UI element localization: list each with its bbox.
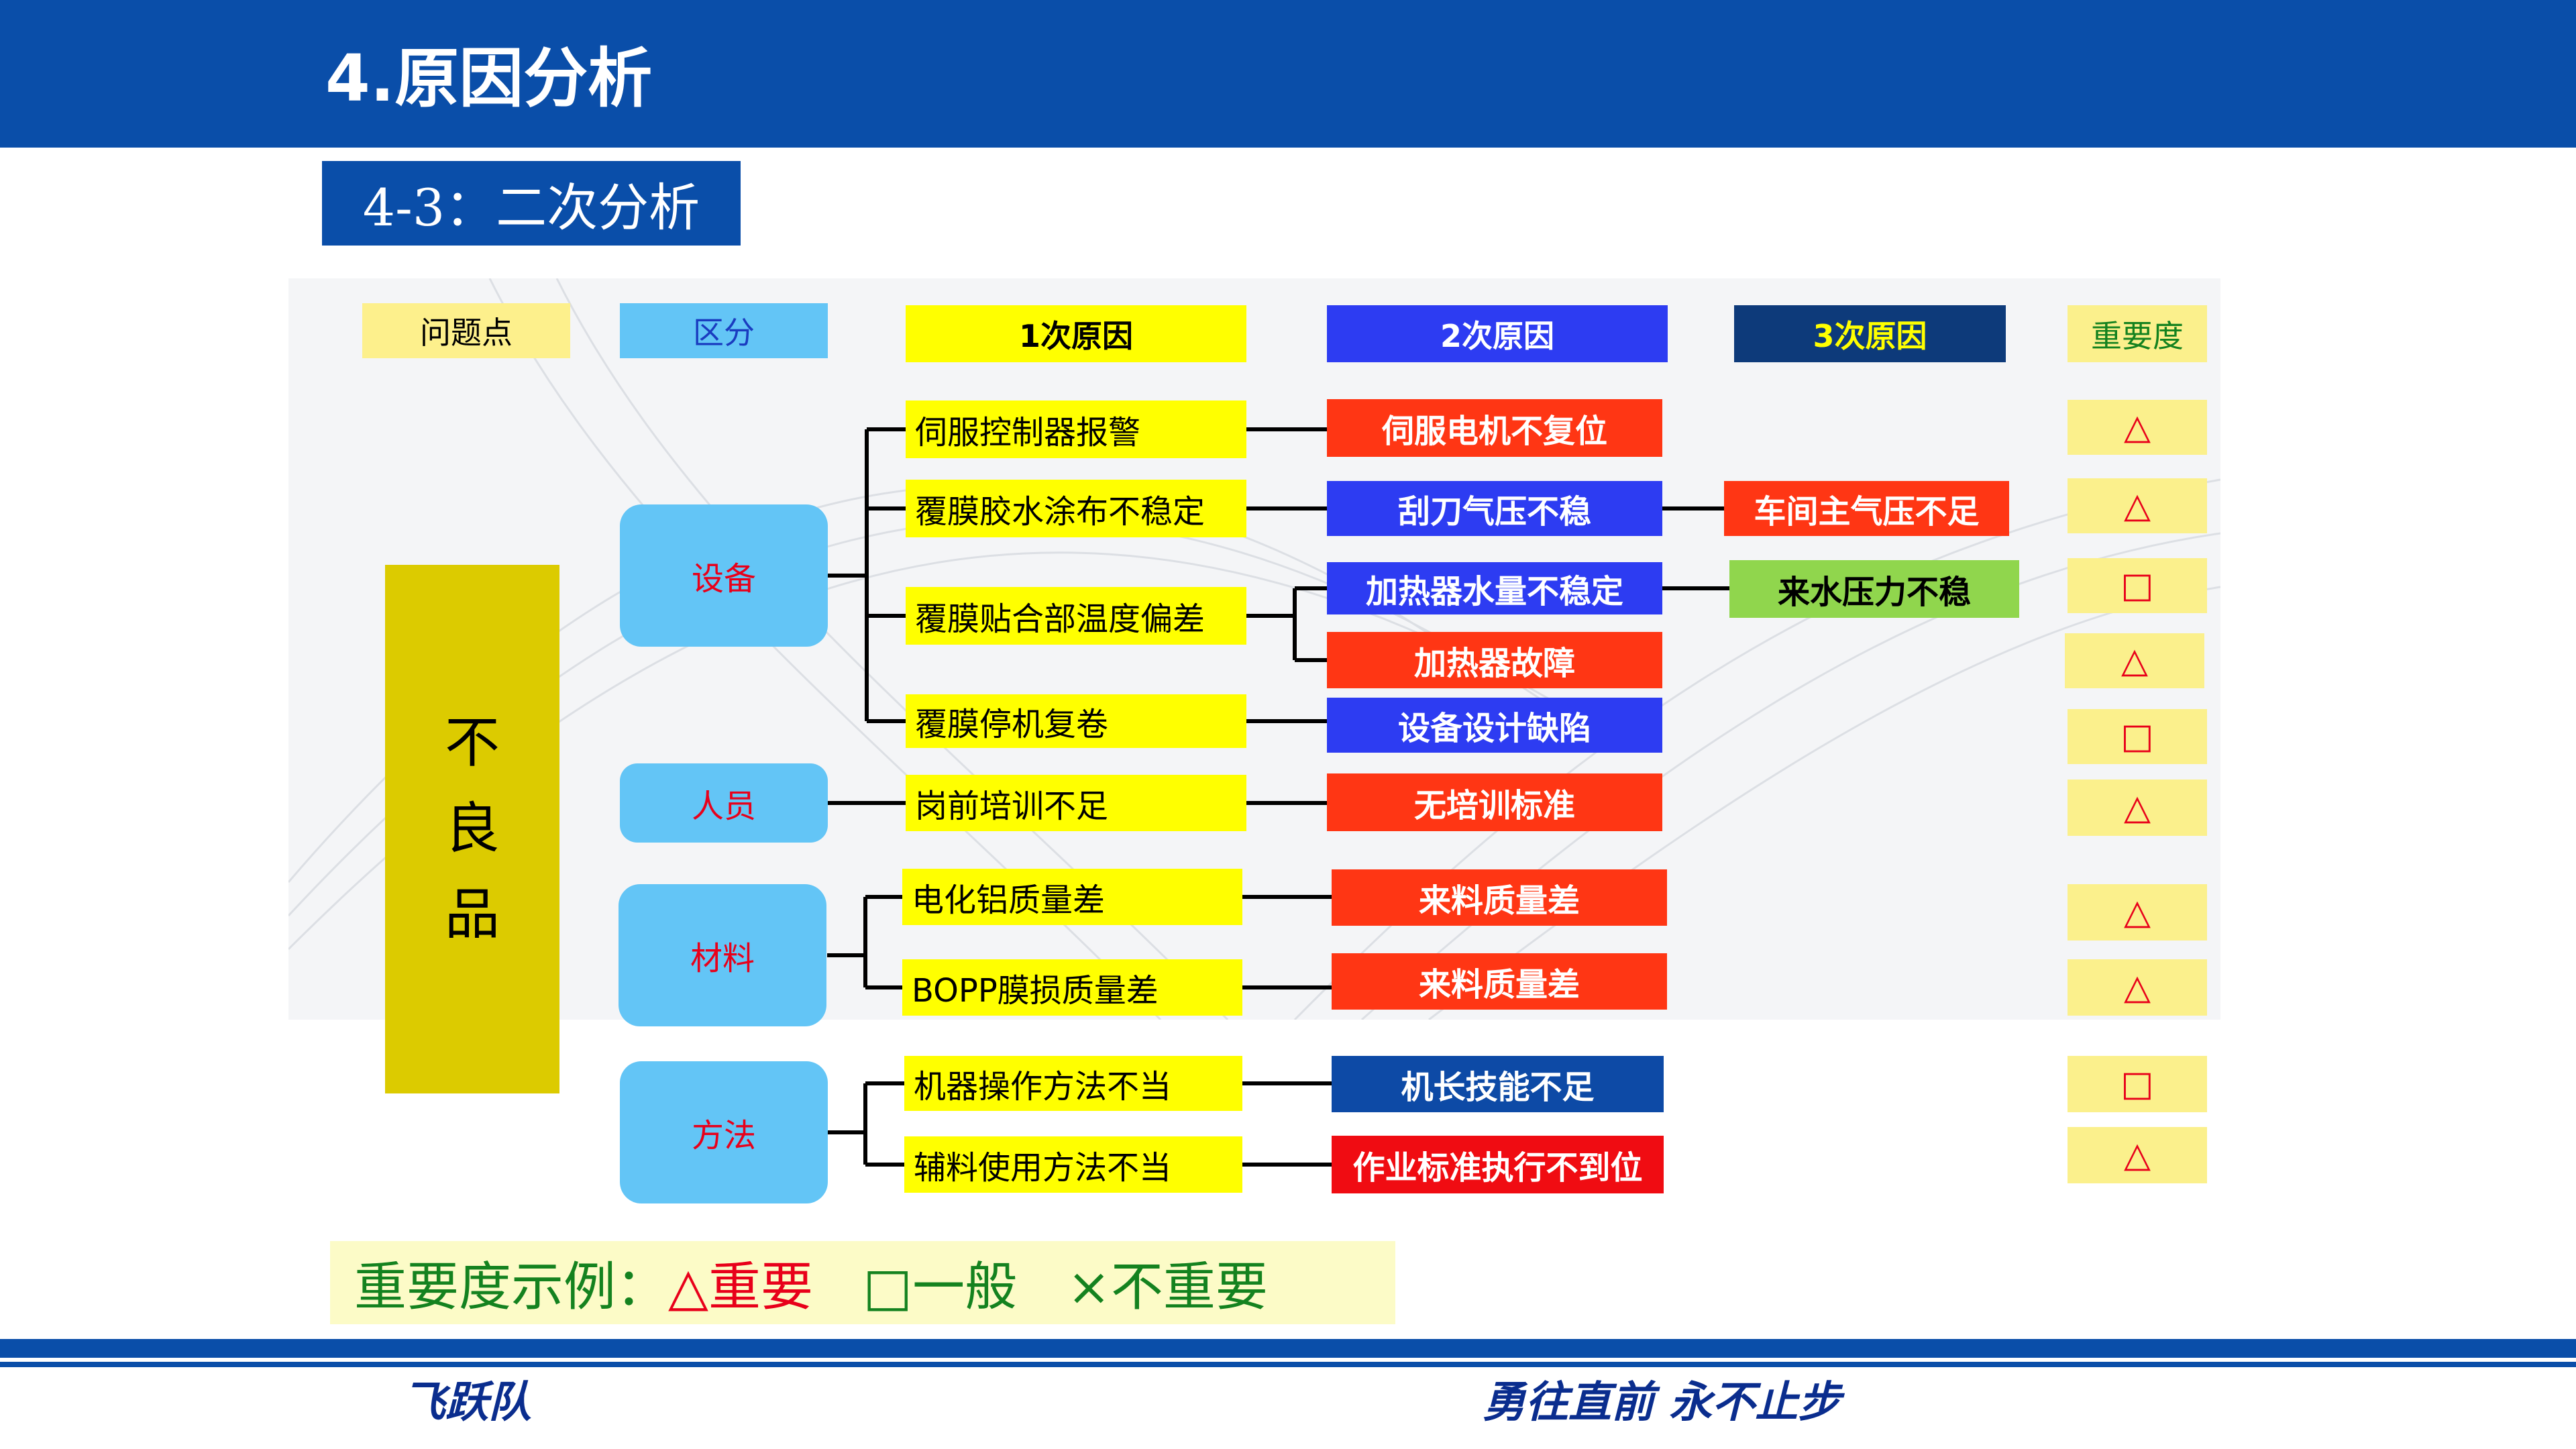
importance-mark: △ (2068, 959, 2207, 1016)
footer-bar-thin (0, 1362, 2576, 1367)
legend-important: △重要 (668, 1257, 814, 1318)
legend-unimportant: ×不重要 (1067, 1257, 1268, 1318)
cause1-item: 覆膜胶水涂布不稳定 (906, 480, 1246, 537)
section-subtitle: 4-3：二次分析 (322, 161, 741, 246)
cause3-item: 车间主气压不足 (1724, 481, 2009, 536)
header-cause2: 2次原因 (1327, 305, 1668, 362)
importance-mark: □ (2068, 558, 2207, 613)
importance-mark: △ (2068, 1127, 2207, 1183)
cause1-item: 覆膜停机复卷 (906, 694, 1246, 748)
cause1-item: 伺服控制器报警 (906, 400, 1246, 458)
cause2-item: 作业标准执行不到位 (1332, 1136, 1664, 1193)
slogan: 勇往直前 永不止步 (1483, 1378, 1841, 1428)
cause2-item: 伺服电机不复位 (1327, 399, 1662, 457)
importance-legend: 重要度示例：△重要 □一般 ×不重要 (330, 1241, 1395, 1324)
page-title: 4.原因分析 (325, 40, 653, 116)
cause1-item: 电化铝质量差 (902, 869, 1242, 925)
cause2-item: 机长技能不足 (1332, 1056, 1664, 1112)
importance-mark: △ (2068, 478, 2207, 533)
importance-mark: □ (2068, 709, 2207, 764)
cause2-item: 无培训标准 (1327, 773, 1662, 831)
header-cause3: 3次原因 (1734, 305, 2006, 362)
importance-mark: △ (2068, 780, 2207, 836)
footer-bar (0, 1339, 2576, 1358)
header-category: 区分 (620, 303, 828, 358)
problem-block: 不 良 品 (385, 565, 559, 1093)
category-method: 方法 (620, 1061, 828, 1203)
team-name: 飞跃队 (402, 1378, 531, 1428)
cause3-item: 来水压力不稳 (1729, 560, 2019, 618)
importance-mark: △ (2068, 400, 2207, 455)
cause2-item: 设备设计缺陷 (1327, 698, 1662, 753)
header-cause1: 1次原因 (906, 305, 1246, 362)
legend-spacer (813, 1252, 863, 1313)
importance-mark: △ (2065, 633, 2204, 688)
cause2-item: 加热器水量不稳定 (1327, 562, 1662, 614)
header-importance: 重要度 (2068, 305, 2207, 362)
cause1-item: 辅料使用方法不当 (904, 1136, 1242, 1193)
importance-mark: □ (2068, 1056, 2207, 1112)
category-material: 材料 (619, 884, 826, 1026)
cause1-item: 机器操作方法不当 (904, 1056, 1242, 1111)
cause1-item: 岗前培训不足 (906, 775, 1246, 831)
cause2-item: 加热器故障 (1327, 632, 1662, 688)
cause2-item: 来料质量差 (1332, 953, 1667, 1010)
top-banner (0, 0, 2576, 148)
cause2-item: 来料质量差 (1332, 869, 1667, 926)
legend-label: 重要度示例： (354, 1257, 669, 1318)
cause1-item: 覆膜贴合部温度偏差 (906, 587, 1246, 645)
cause1-item: BOPP膜损质量差 (902, 959, 1242, 1016)
importance-mark: △ (2068, 884, 2207, 941)
category-personnel: 人员 (620, 763, 828, 843)
legend-normal: □一般 (863, 1257, 1018, 1318)
legend-spacer (1017, 1252, 1067, 1313)
cause2-item: 刮刀气压不稳 (1327, 481, 1662, 536)
header-problem: 问题点 (362, 303, 570, 358)
category-equipment: 设备 (620, 504, 828, 647)
